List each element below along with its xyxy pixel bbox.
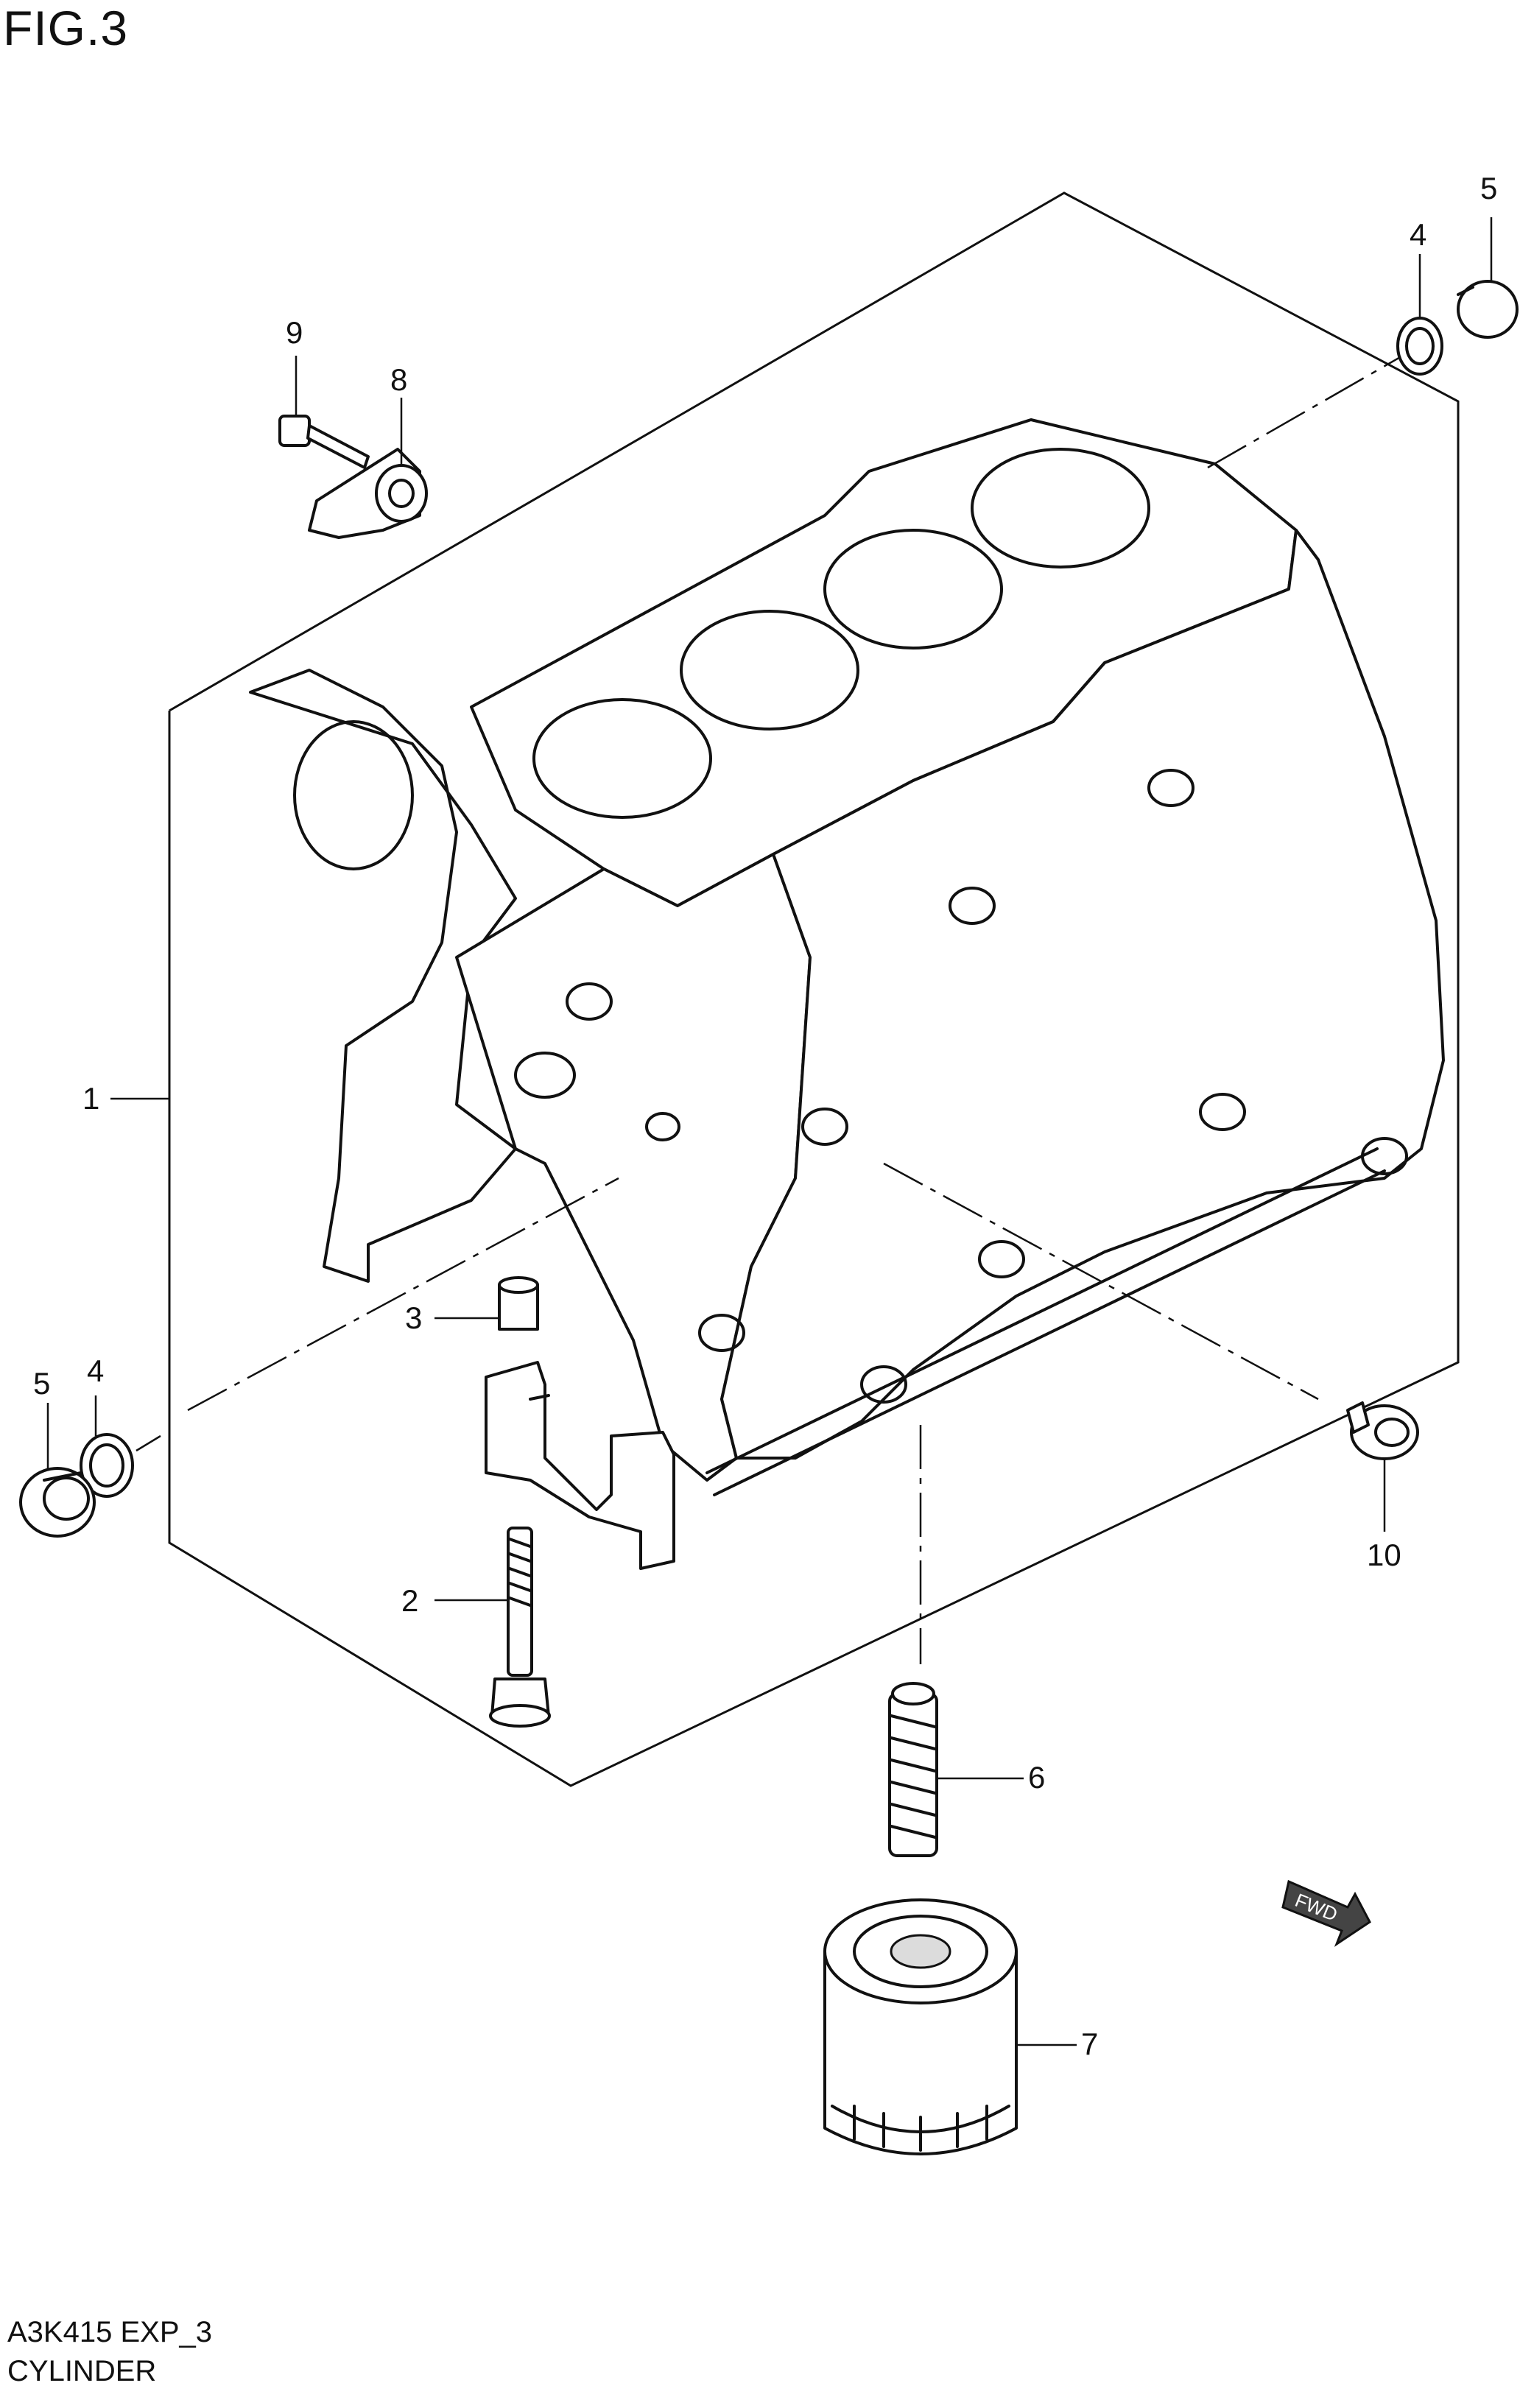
oil-filter-stud [888,1682,938,1857]
bearing-cap [485,1361,675,1570]
cylinder-block [249,418,1445,1496]
plug-right [1457,280,1519,339]
gasket-right [1396,317,1443,376]
figure-code: A3K415 EXP_3 [7,2316,212,2348]
drain-plug-left [19,1467,96,1538]
callout-4-right: 4 [1410,217,1427,252]
callout-3: 3 [405,1300,423,1335]
oil-filter [823,1898,1018,2155]
figure-name: CYLINDER [7,2355,157,2387]
callout-9: 9 [286,315,303,350]
figure-title: FIG.3 [3,1,129,55]
gasket-left [80,1433,134,1498]
knock-sensor [308,448,428,539]
sensor-bolt [278,415,370,469]
callout-5-left: 5 [33,1366,51,1401]
assembly-frame [168,191,1460,1787]
center-lines [136,352,1407,1664]
flange-plug-bolt [1346,1401,1419,1460]
callout-7: 7 [1081,2027,1099,2061]
fwd-direction-arrow: FWD [1281,1879,1371,1947]
callout-5-right: 5 [1480,171,1498,205]
callout-10: 10 [1367,1538,1401,1572]
cap-bolt [489,1527,551,1728]
callout-4-left: 4 [87,1353,105,1388]
dowel-pin [498,1276,539,1331]
callout-8: 8 [390,362,408,397]
callout-2: 2 [401,1583,419,1618]
callout-6: 6 [1028,1760,1046,1795]
callout-1: 1 [82,1081,100,1116]
leader-lines [46,217,1493,2046]
